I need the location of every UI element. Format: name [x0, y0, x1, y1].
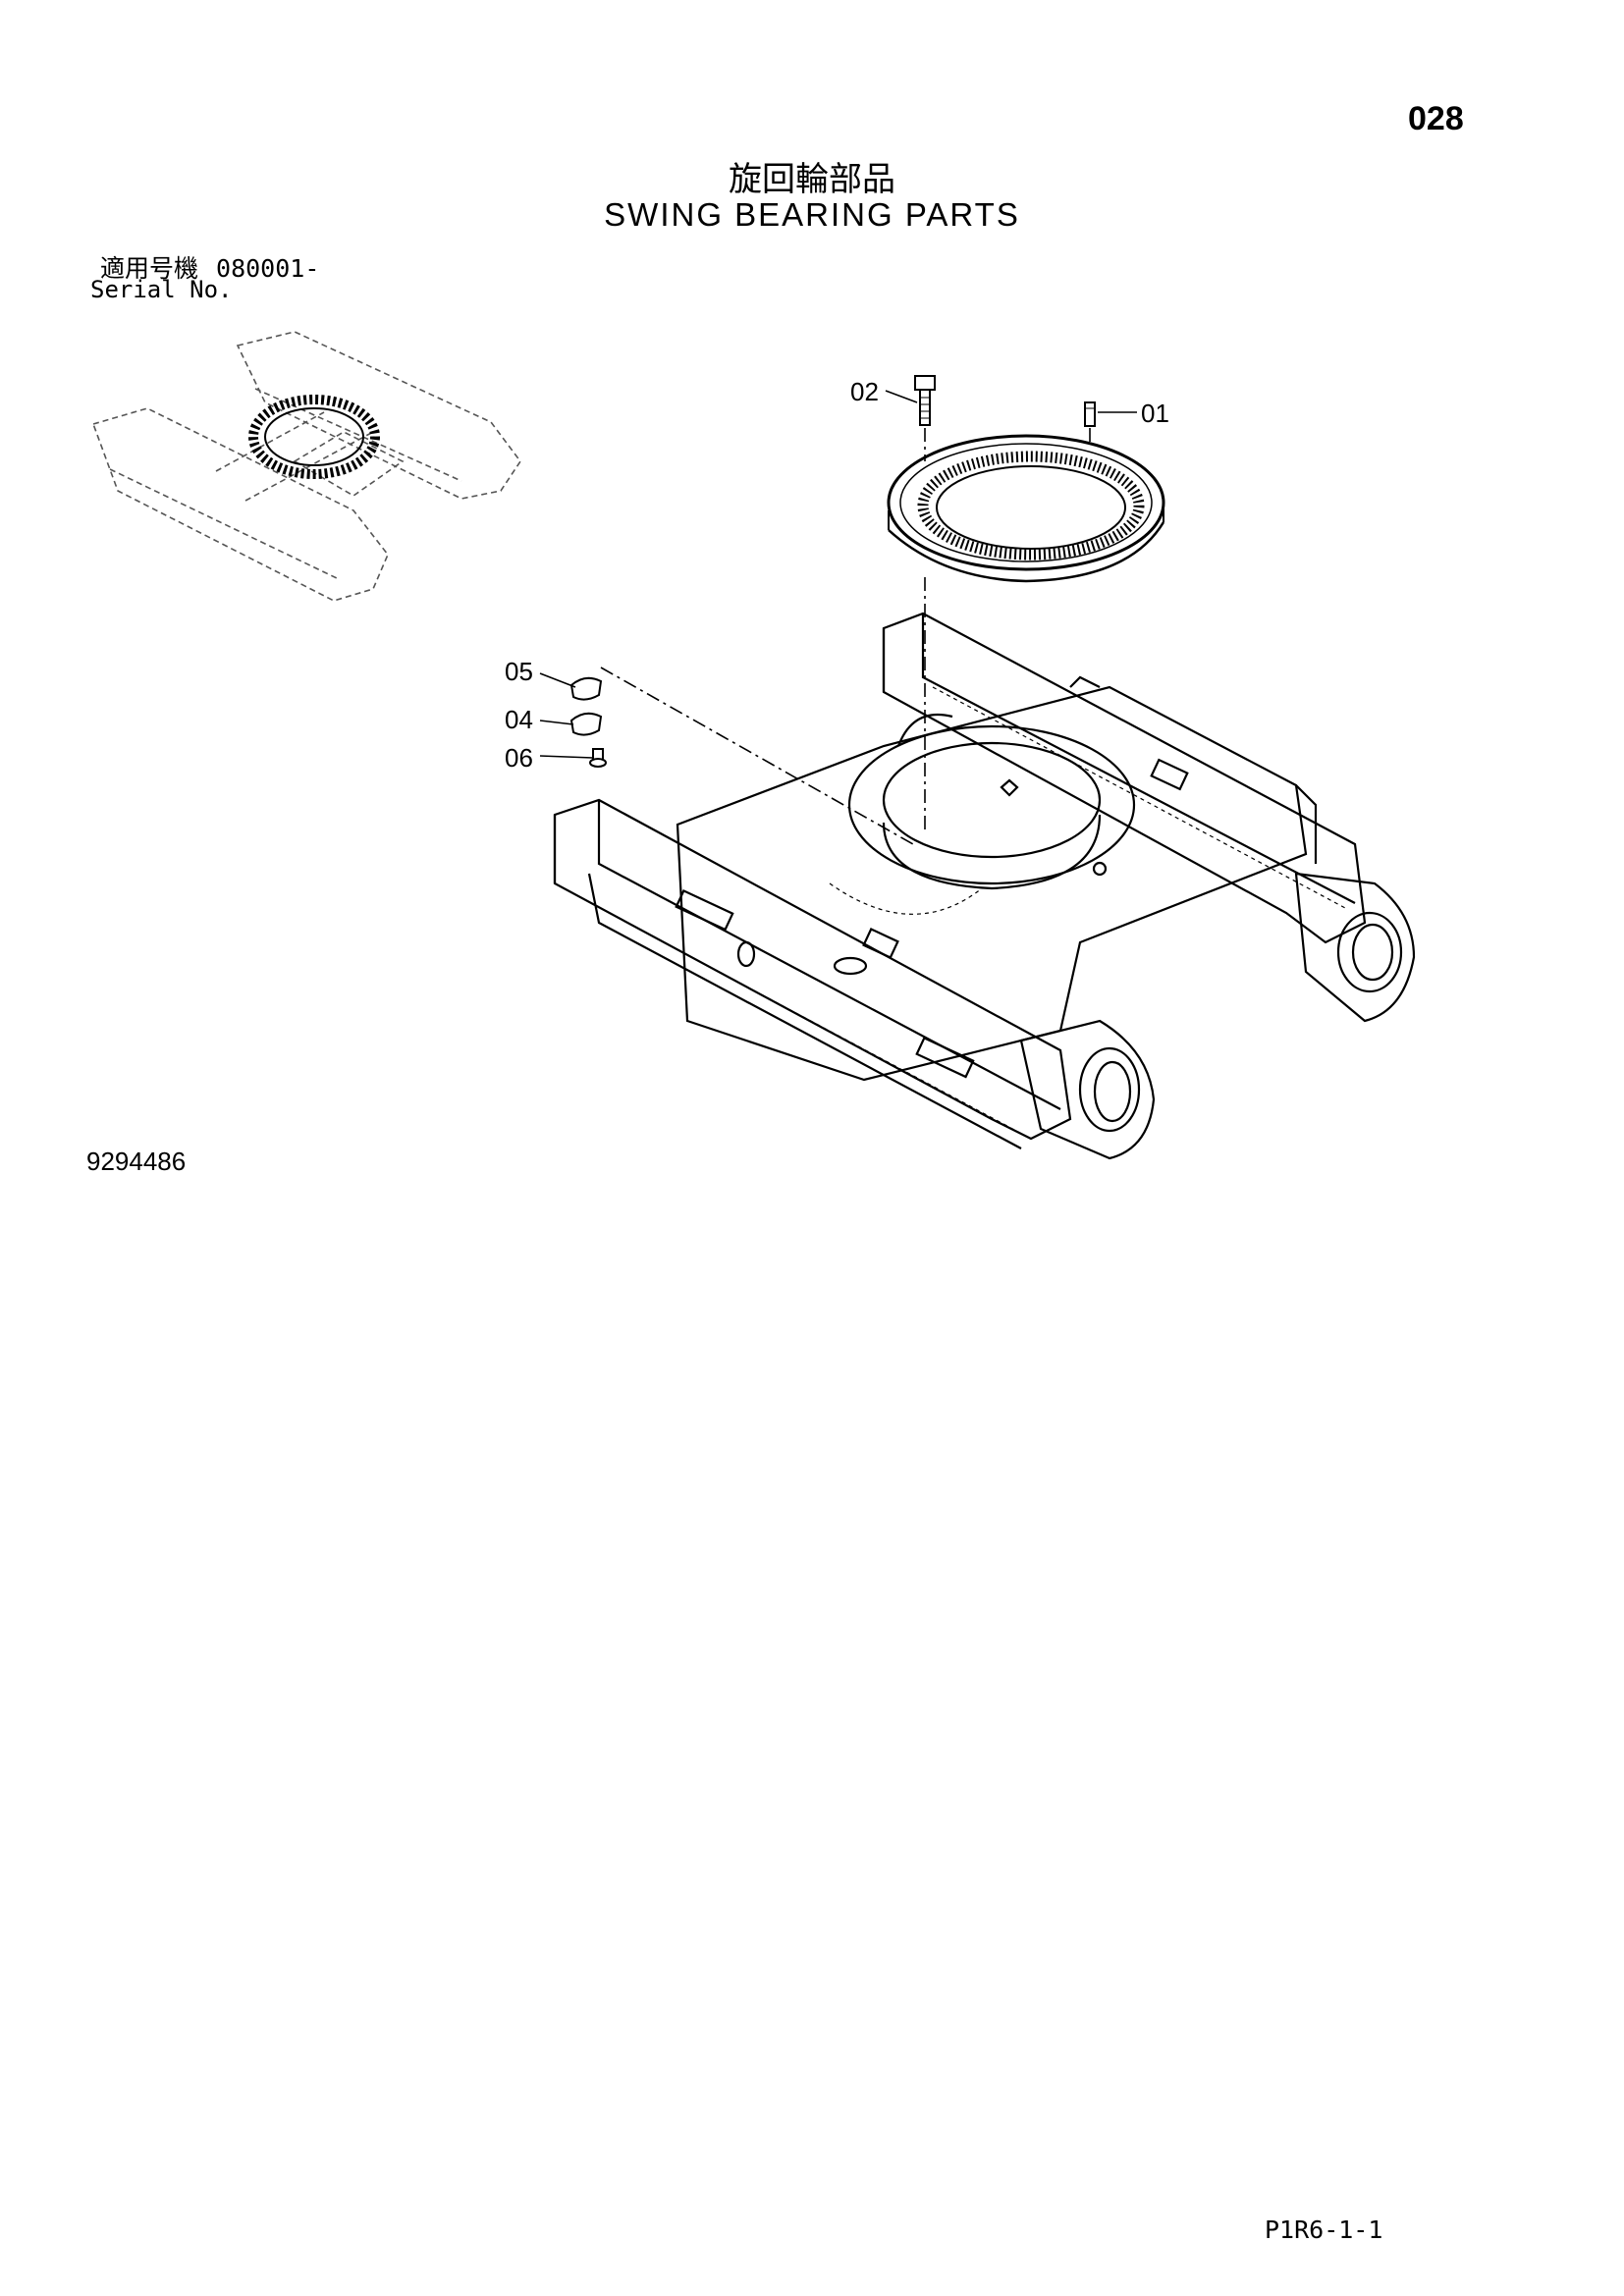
leader-lines [539, 390, 1137, 759]
bolt-icon [914, 375, 936, 426]
assembly-lines [600, 428, 1091, 845]
track-frame [553, 612, 1416, 1160]
shim-plate-04 [569, 712, 603, 736]
page-title: SWING BEARING PARTS [604, 196, 1020, 233]
callout-01: 01 [1141, 399, 1169, 428]
serial-label: Serial No. [90, 276, 233, 303]
page-title-japanese: 旋回輪部品 [729, 160, 895, 199]
locator-bearing-highlight [248, 395, 380, 479]
callout-04: 04 [505, 705, 533, 734]
swing-bearing-ring [887, 434, 1165, 583]
callout-05: 05 [505, 657, 533, 686]
bolt-washer-06 [589, 748, 607, 768]
callout-02: 02 [850, 377, 879, 406]
track-frame-hidden-lines [608, 686, 1346, 1140]
drawing-number: 9294486 [86, 1147, 187, 1176]
callout-06: 06 [505, 743, 533, 773]
locator-thumbnail [91, 331, 521, 602]
serial-label-jp-text: 適用号機 [100, 254, 199, 283]
footer-code: P1R6-1-1 [1265, 2216, 1383, 2244]
shim-plate-05 [569, 676, 603, 701]
serial-number-value: 080001- [216, 254, 320, 283]
page-number: 028 [1408, 100, 1464, 137]
pin-icon [1084, 401, 1096, 427]
serial-label-japanese: 適用号機 080001- [100, 249, 319, 285]
